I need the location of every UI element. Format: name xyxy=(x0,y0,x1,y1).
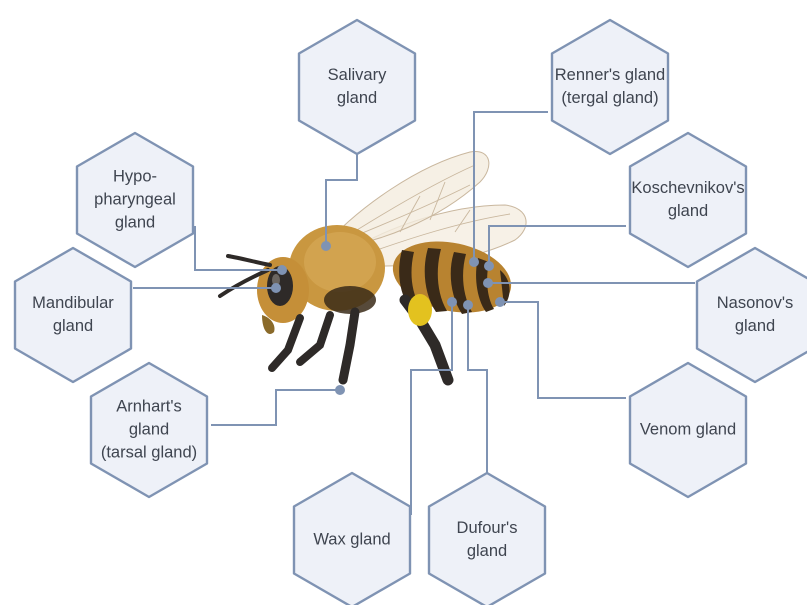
hex-koschevnikov: Koschevnikov's gland xyxy=(630,133,746,267)
label-koschevnikov-line-1: Koschevnikov's xyxy=(631,179,744,197)
hex-venom: Venom gland xyxy=(630,363,746,497)
hex-nasonov: Nasonov's gland xyxy=(697,248,807,382)
label-mandibular-line-2: gland xyxy=(53,317,93,335)
label-hypopharyngeal-line-1: Hypo- xyxy=(113,167,157,185)
hex-shape-salivary xyxy=(299,20,415,154)
label-dufour-line-2: gland xyxy=(467,542,507,560)
label-koschevnikov-line-2: gland xyxy=(668,202,708,220)
label-nasonov-line-2: gland xyxy=(735,317,775,335)
label-salivary-line-2: gland xyxy=(337,89,377,107)
hex-mandibular: Mandibular gland xyxy=(15,248,131,382)
label-nasonov-line-1: Nasonov's xyxy=(717,294,794,312)
label-dufour-line-1: Dufour's xyxy=(457,519,518,537)
label-renner-line-2: (tergal gland) xyxy=(561,89,658,107)
label-wax-line-1: Wax gland xyxy=(313,530,390,548)
hex-shape-renner xyxy=(552,20,668,154)
hex-wax: Wax gland xyxy=(294,473,410,605)
hex-renner: Renner's gland (tergal gland) xyxy=(552,20,668,154)
hex-shape-mandibular xyxy=(15,248,131,382)
pollen-load xyxy=(408,294,432,326)
hex-shape-koschevnikov xyxy=(630,133,746,267)
antennae xyxy=(228,256,270,265)
hex-shape-dufour xyxy=(429,473,545,605)
label-arnhart-line-3: (tarsal gland) xyxy=(101,443,197,461)
honeybee-illustration xyxy=(220,151,526,380)
hex-arnhart: Arnhart's gland (tarsal gland) xyxy=(91,363,207,497)
label-mandibular-line-1: Mandibular xyxy=(32,294,114,312)
hex-dufour: Dufour's gland xyxy=(429,473,545,605)
hex-shape-nasonov xyxy=(697,248,807,382)
label-arnhart-line-1: Arnhart's xyxy=(116,397,182,415)
hex-salivary: Salivary gland xyxy=(299,20,415,154)
label-hypopharyngeal-line-3: gland xyxy=(115,213,155,231)
label-hypopharyngeal-line-2: pharyngeal xyxy=(94,190,176,208)
label-venom-line-1: Venom gland xyxy=(640,420,736,438)
label-renner-line-1: Renner's gland xyxy=(555,66,665,84)
label-salivary-line-1: Salivary xyxy=(328,66,387,84)
label-arnhart-line-2: gland xyxy=(129,420,169,438)
hex-hypopharyngeal: Hypo-pharyngeal gland xyxy=(77,133,193,267)
